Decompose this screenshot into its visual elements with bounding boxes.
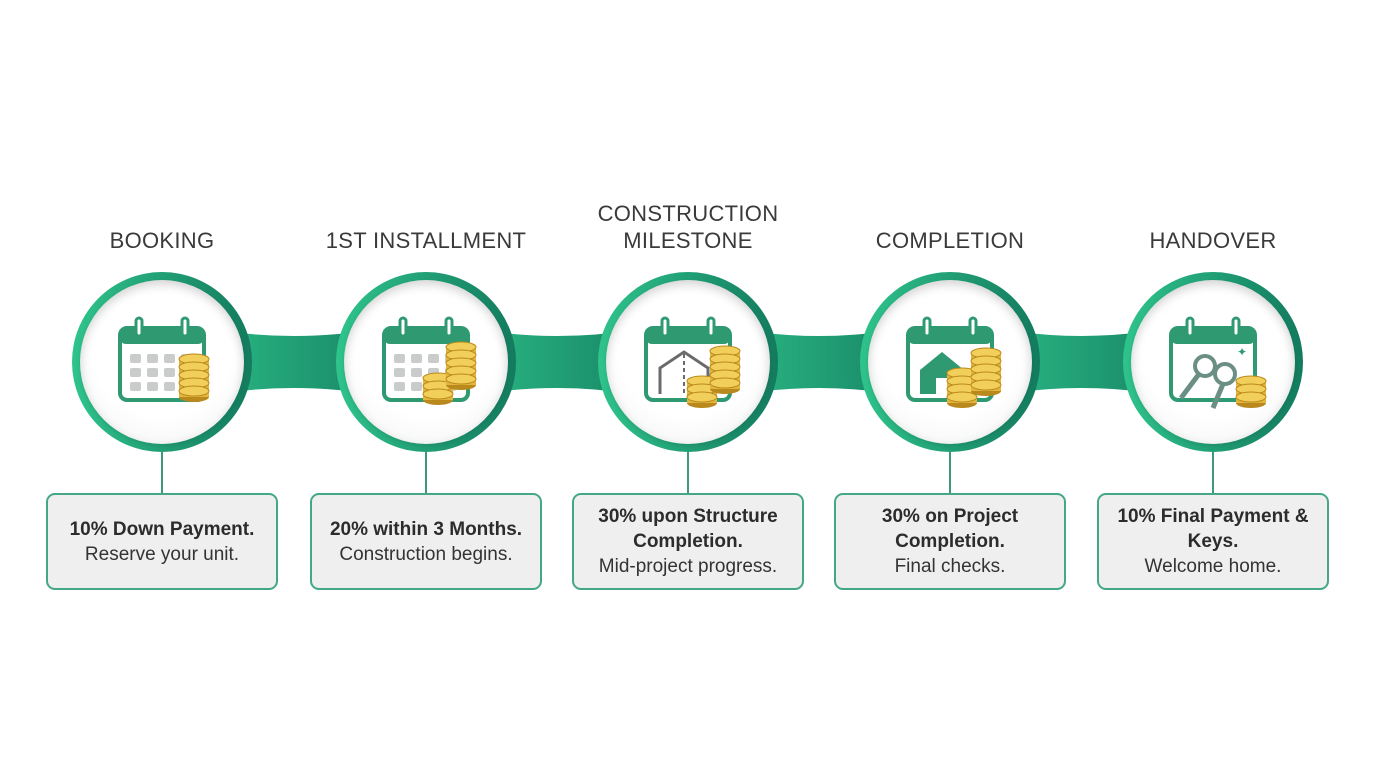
step-card: 30% upon Structure Completion. Mid-projec… [572,493,804,590]
step-icon-badge [344,280,508,444]
calendar-keys-coins-icon: ✦ [1169,316,1267,409]
calendar-house-frame-coins-icon [644,316,741,408]
step-connector-line [687,452,689,494]
step-title: CONSTRUCTION MILESTONE [597,201,779,253]
step-description: Construction begins. [339,543,513,565]
calendar-coin-stacks-icon [382,316,477,405]
step-description: Final checks. [894,556,1006,577]
step-description: Reserve your unit. [84,543,240,565]
step-description: Mid-project progress. [598,556,778,577]
step-icon-badge [80,280,244,444]
step-card: 30% on Project Completion. Final checks. [834,493,1066,590]
step-connector-line [425,452,427,494]
step-title: BOOKING [109,228,215,253]
step-amount: 10% Down Payment. [69,518,255,540]
calendar-coins-icon [118,316,210,402]
step-amount: 30% upon Structure Completion. [598,506,778,552]
step-title: HANDOVER [1149,228,1277,253]
step-connector-line [1212,452,1214,494]
step-card: 20% within 3 Months. Construction begins. [310,493,542,590]
step-amount: 20% within 3 Months. [329,518,523,540]
step-description: Welcome home. [1144,556,1282,577]
calendar-house-coins-icon [906,316,1002,408]
step-connector-line [161,452,163,494]
step-title: 1ST INSTALLMENT [325,228,527,253]
step-icon-badge [868,280,1032,444]
step-card: 10% Final Payment & Keys. Welcome home. [1097,493,1329,590]
step-amount: 30% on Project Completion. [881,506,1019,552]
step-icon-badge [606,280,770,444]
svg-text:✦: ✦ [1237,345,1247,359]
step-amount: 10% Final Payment & Keys. [1117,506,1309,552]
step-connector-line [949,452,951,494]
step-card: 10% Down Payment. Reserve your unit. [46,493,278,590]
step-title: COMPLETION [875,228,1025,253]
step-icon-badge: ✦ [1131,280,1295,444]
